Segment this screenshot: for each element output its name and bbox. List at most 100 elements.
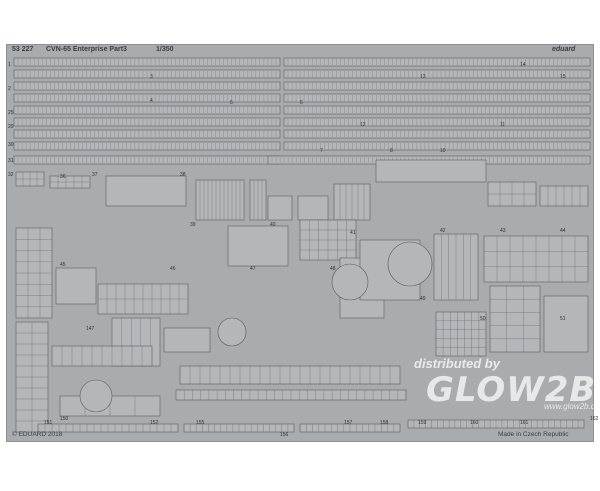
part-number: 14 [520,62,526,68]
part-number: 46 [170,266,176,272]
part-number: 1 [8,62,11,68]
part-number: 32 [8,172,14,178]
strip-ribs [17,71,277,77]
part-number: 150 [60,416,69,422]
grid-lines [413,420,579,428]
grid-lines [16,228,52,318]
part-number: 5 [230,100,233,106]
grid-lines [441,234,471,300]
origin-text: Made in Czech Republic [498,431,569,438]
grid-lines [98,284,188,314]
part-number: 25 [8,110,14,116]
strip-ribs [287,59,587,65]
strip-ribs [17,59,277,65]
strip-ribs [287,119,587,125]
grid-lines [61,346,143,366]
grid-lines [253,180,263,220]
strip-ribs [17,143,277,149]
part-number: 31 [8,158,14,164]
part-number: 29 [8,124,14,130]
strip-ribs [287,107,587,113]
brand-logo: eduard [552,46,576,53]
strip-ribs [17,95,277,101]
part-number: 30 [8,142,14,148]
part-number: 44 [560,228,566,234]
etched-grid [489,285,541,353]
watermark-line: distributed by [414,356,500,371]
part-number: 48 [330,266,336,272]
grid-lines [488,182,536,206]
watermark-logo: GLOW2B [426,370,597,410]
strip-ribs [287,83,587,89]
grid-lines [121,318,151,366]
radar-dish [331,263,369,301]
deck-plate [267,195,293,221]
part-number: 51 [560,316,566,322]
grid-lines [300,220,356,260]
watermark-url: www.glow2b.de [544,402,600,411]
support-bracket [55,267,97,305]
part-number: 151 [44,420,53,426]
grid-lines [436,312,486,356]
part-number: 49 [420,296,426,302]
part-number: 152 [150,420,159,426]
strip-ribs [287,95,587,101]
radar-frame [375,159,487,183]
strip-ribs [17,83,277,89]
part-number: 4 [150,98,153,104]
grid-lines [547,186,581,206]
part-number: 37 [92,172,98,178]
etched-grid [435,311,487,357]
grid-lines [16,172,44,186]
part-number: 13 [420,74,426,80]
hatch-ring [387,241,433,287]
part-number: 6 [300,100,303,106]
strip-ribs [17,119,277,125]
part-number: 7 [320,148,323,154]
part-number: 10 [440,148,446,154]
part-number: 157 [344,420,353,426]
part-number: 11 [500,122,505,128]
strip-ribs [17,157,277,163]
strip-ribs [287,131,587,137]
grid-lines [50,176,90,188]
part-number: 36 [60,174,66,180]
grid-lines [184,390,398,400]
part-number: 43 [500,228,506,234]
part-number: 3 [150,74,153,80]
part-number: 159 [418,420,427,426]
strip-ribs [287,143,587,149]
part-number: 42 [440,228,446,234]
part-number: 39 [190,222,196,228]
copyright-text: © EDUARD 2018 [12,431,63,438]
round-part [79,379,113,413]
panel [543,295,589,353]
part-number: 2 [8,86,11,92]
mount-plate [163,327,211,353]
part-number: 12 [360,122,366,128]
part-number: 160 [470,420,479,426]
cross-frame [227,225,289,267]
part-number: 158 [380,420,389,426]
strip-ribs [17,131,277,137]
grid-lines [490,286,540,352]
grid-lines [199,180,241,220]
product-scale: 1/350 [156,46,174,53]
grid-lines [44,424,172,432]
grid-lines [484,236,588,282]
part-number: 40 [270,222,276,228]
grid-lines [189,366,391,384]
part-number: 8 [390,148,393,154]
part-number: 41 [350,230,356,236]
part-number: 161 [520,420,529,426]
grid-lines [16,322,48,432]
part-number: 147 [86,326,95,332]
part-number: 15 [560,74,566,80]
grid-lines [189,424,289,432]
product-code: 53 227 [12,46,34,53]
distributor-watermark: distributed by GLOW2B www.glow2b.de [412,356,600,420]
strip-ribs [287,71,587,77]
strip-ribs [17,107,277,113]
part-number: 156 [280,432,289,438]
